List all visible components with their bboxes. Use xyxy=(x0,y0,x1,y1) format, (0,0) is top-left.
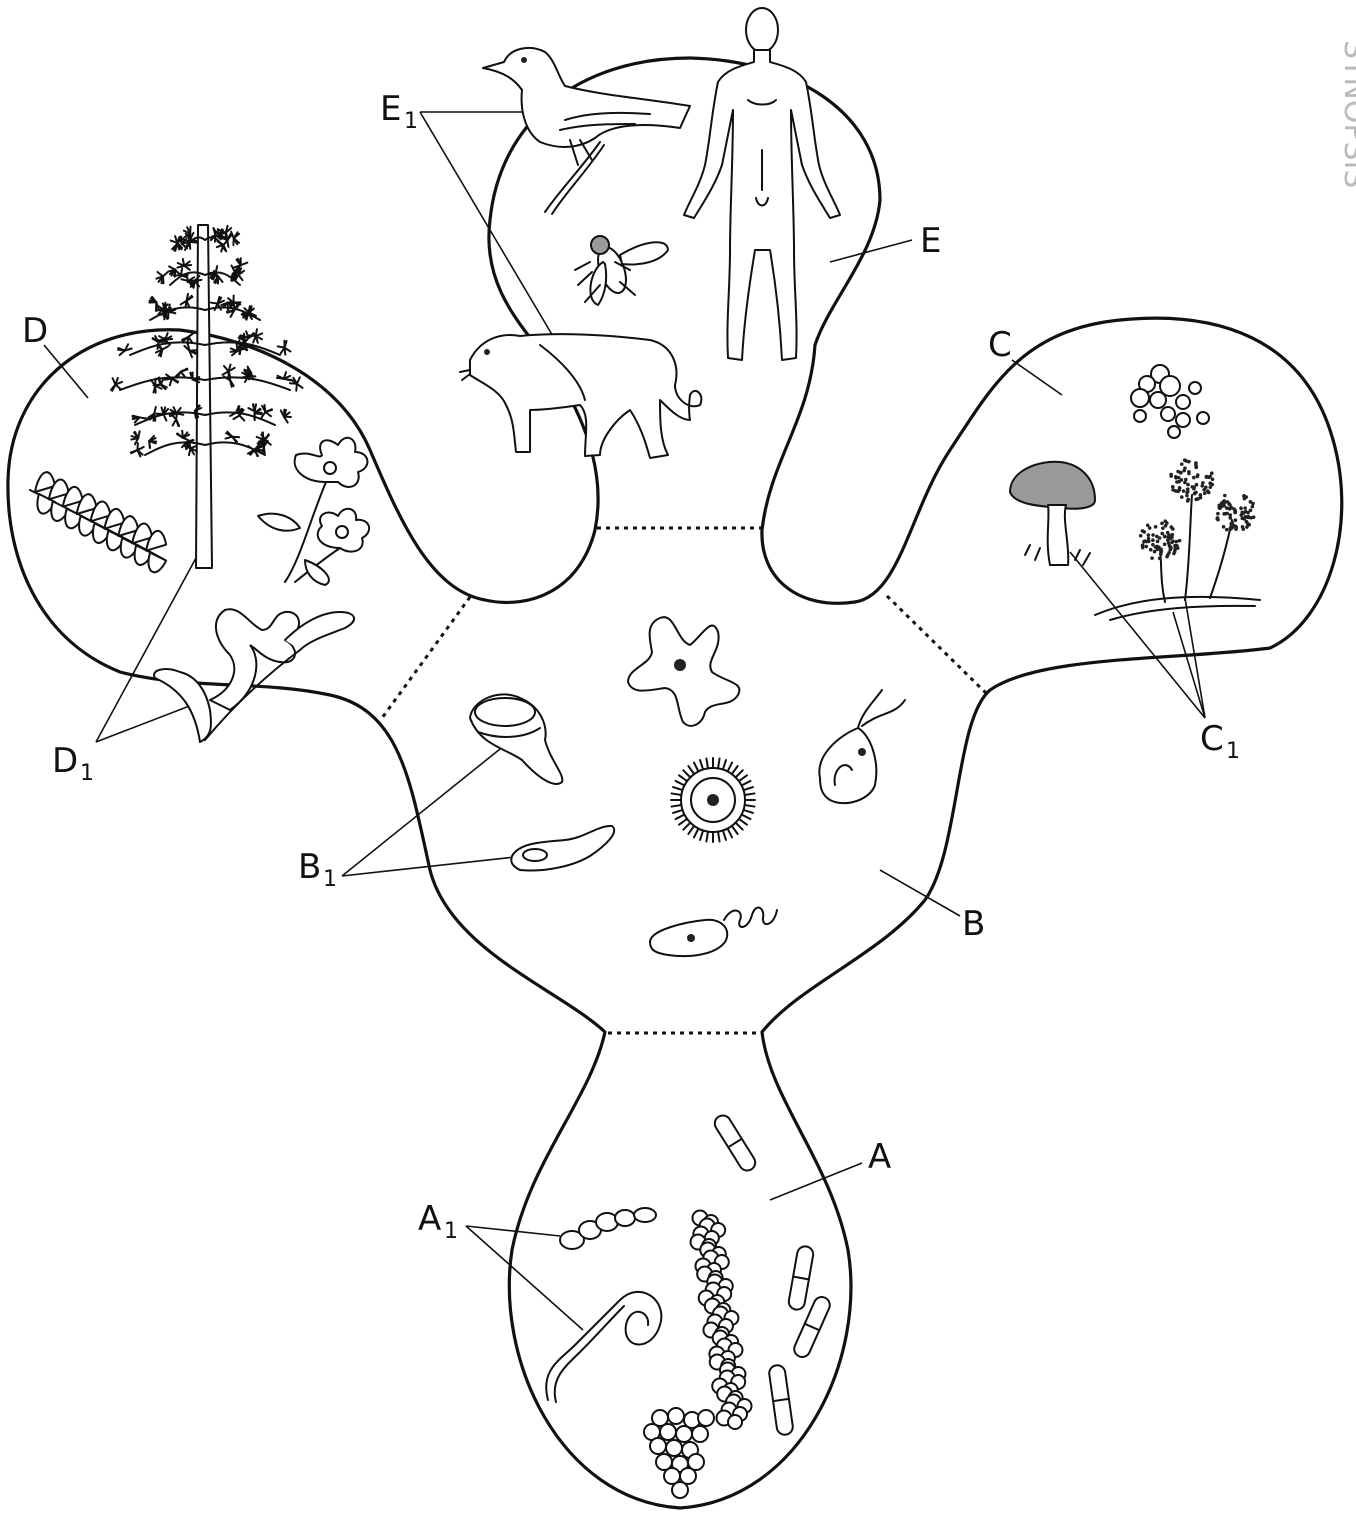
label-d1-index: 1 xyxy=(80,761,94,786)
label-b1-group: B 1 xyxy=(298,745,515,892)
streptococcus-chain-icon xyxy=(560,1208,656,1249)
label-c: C xyxy=(988,325,1012,365)
label-d1-main: D xyxy=(52,741,78,781)
flagellate-icon xyxy=(650,908,777,957)
rod-bacterium-icon xyxy=(712,1112,758,1173)
paramecium-icon xyxy=(511,826,614,871)
label-e-group: E xyxy=(830,221,941,262)
margin-text: SYNOPSIS xyxy=(1337,40,1356,188)
rod-bacterium-icon xyxy=(768,1364,794,1436)
label-e1-main: E xyxy=(380,89,401,129)
divider-b-d xyxy=(382,597,470,718)
bread-mold-icon xyxy=(1095,458,1260,620)
label-b1-main: B xyxy=(298,847,321,887)
yeast-cells-icon xyxy=(1131,365,1209,438)
label-e: E xyxy=(920,221,941,261)
region-d-organisms xyxy=(30,225,369,742)
spirochete-icon xyxy=(546,1292,661,1402)
fly-icon xyxy=(575,236,668,305)
label-d: D xyxy=(22,311,48,351)
mushroom-icon xyxy=(1010,462,1095,565)
divider-b-c xyxy=(887,596,988,695)
region-c-organisms xyxy=(1010,365,1260,620)
big-cat-icon xyxy=(460,334,701,458)
label-a1-group: A 1 xyxy=(418,1199,583,1330)
label-a1-main: A xyxy=(418,1199,441,1239)
label-c1-index: 1 xyxy=(1226,739,1240,764)
label-c-group: C xyxy=(988,325,1062,395)
euglena-icon xyxy=(819,690,905,803)
flowering-plant-icon xyxy=(258,438,369,585)
label-e1-index: 1 xyxy=(404,109,418,134)
human-figure-icon xyxy=(684,8,840,360)
label-b-group: B xyxy=(880,870,985,944)
stentor-icon xyxy=(470,694,562,784)
staphylococcus-cluster-icon xyxy=(691,1211,752,1430)
staphylococcus-cluster-icon xyxy=(644,1408,714,1498)
label-b: B xyxy=(962,904,985,944)
amoeba-icon xyxy=(628,617,739,726)
liverwort-icon xyxy=(154,609,354,742)
bird-icon xyxy=(483,48,690,214)
radiolarian-icon xyxy=(671,758,755,842)
label-c1-main: C xyxy=(1200,719,1224,759)
region-a-organisms xyxy=(546,1112,832,1498)
region-b-organisms xyxy=(470,617,905,956)
region-e-organisms xyxy=(460,8,840,458)
label-a: A xyxy=(868,1137,891,1177)
rod-bacterium-icon xyxy=(788,1245,815,1311)
label-b1-index: 1 xyxy=(323,867,337,892)
fern-frond-icon xyxy=(30,472,166,572)
label-a1-index: 1 xyxy=(444,1219,458,1244)
